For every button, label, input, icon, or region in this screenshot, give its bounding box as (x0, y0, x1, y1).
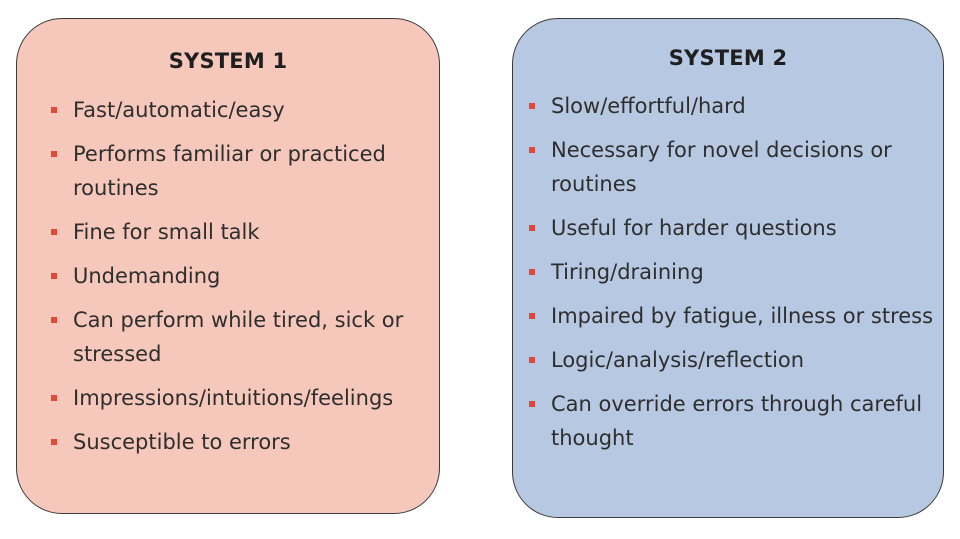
list-item: Undemanding (51, 259, 435, 293)
list-item-text: Slow/effortful/hard (551, 94, 746, 118)
list-item: Impressions/intuitions/feelings (51, 381, 435, 415)
bullet-square-icon (529, 147, 535, 153)
bullet-square-icon (51, 439, 57, 445)
system1-title: SYSTEM 1 (168, 49, 288, 73)
bullet-square-icon (529, 313, 535, 319)
list-item-text: Can override errors through careful thou… (551, 392, 923, 450)
list-item-text: Logic/analysis/reflection (551, 348, 805, 372)
bullet-square-icon (529, 401, 535, 407)
bullet-square-icon (51, 107, 57, 113)
list-item-text: Impaired by fatigue, illness or stress (551, 304, 934, 328)
bullet-square-icon (529, 225, 535, 231)
list-item-text: Undemanding (73, 264, 221, 288)
bullet-square-icon (51, 229, 57, 235)
list-item-text: Tiring/draining (551, 260, 704, 284)
bullet-square-icon (529, 269, 535, 275)
bullet-square-icon (51, 317, 57, 323)
list-item-text: Can perform while tired, sick or stresse… (73, 308, 404, 366)
list-item: Can override errors through careful thou… (529, 387, 941, 455)
system2-panel: SYSTEM 2 Slow/effortful/hard Necessary f… (512, 18, 944, 518)
bullet-square-icon (51, 395, 57, 401)
list-item: Performs familiar or practiced routines (51, 137, 435, 205)
list-item: Susceptible to errors (51, 425, 435, 459)
list-item: Necessary for novel decisions or routine… (529, 133, 941, 201)
list-item-text: Necessary for novel decisions or routine… (551, 138, 892, 196)
list-item: Impaired by fatigue, illness or stress (529, 299, 941, 333)
bullet-square-icon (51, 273, 57, 279)
list-item: Fast/automatic/easy (51, 93, 435, 127)
system1-list: Fast/automatic/easy Performs familiar or… (51, 93, 435, 469)
list-item-text: Fine for small talk (73, 220, 260, 244)
system1-panel: SYSTEM 1 Fast/automatic/easy Performs fa… (16, 18, 440, 514)
list-item-text: Susceptible to errors (73, 430, 291, 454)
bullet-square-icon (529, 357, 535, 363)
list-item: Tiring/draining (529, 255, 941, 289)
system2-title: SYSTEM 2 (668, 46, 788, 70)
list-item-text: Performs familiar or practiced routines (73, 142, 386, 200)
list-item-text: Fast/automatic/easy (73, 98, 285, 122)
list-item: Useful for harder questions (529, 211, 941, 245)
list-item: Fine for small talk (51, 215, 435, 249)
list-item: Slow/effortful/hard (529, 89, 941, 123)
bullet-square-icon (51, 151, 57, 157)
bullet-square-icon (529, 103, 535, 109)
system2-list: Slow/effortful/hard Necessary for novel … (529, 89, 941, 465)
list-item: Logic/analysis/reflection (529, 343, 941, 377)
list-item-text: Useful for harder questions (551, 216, 837, 240)
list-item: Can perform while tired, sick or stresse… (51, 303, 435, 371)
list-item-text: Impressions/intuitions/feelings (73, 386, 394, 410)
